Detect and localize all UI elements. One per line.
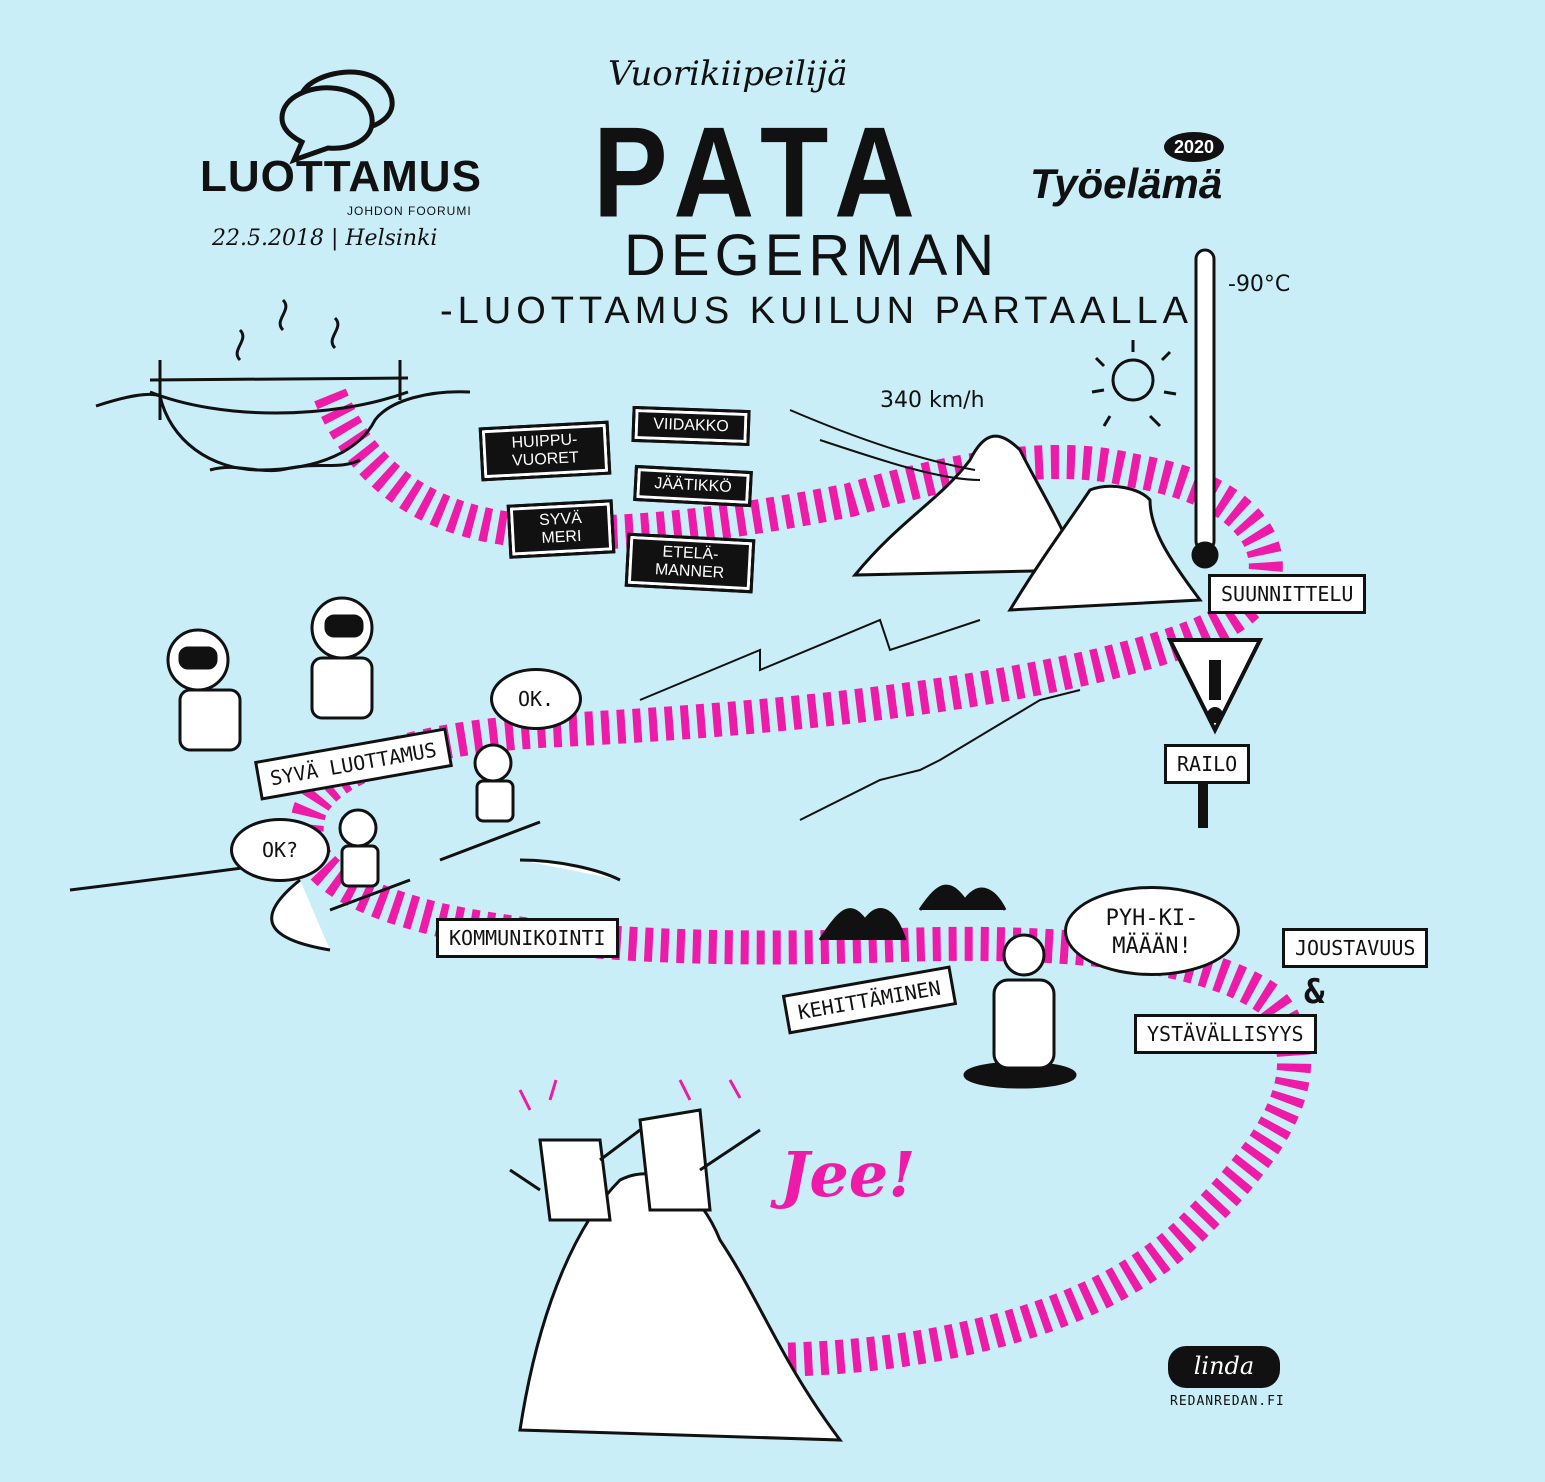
speaker-first-name: PATA bbox=[593, 100, 929, 245]
banner-crevasse: RAILO bbox=[1164, 744, 1251, 784]
talk-title: -LUOTTAMUS KUILUN PARTAALLA bbox=[440, 290, 1193, 332]
summit-celebration-icon bbox=[509, 1079, 844, 1442]
speech-bubbles-icon bbox=[279, 69, 395, 165]
sun-icon bbox=[1091, 340, 1177, 428]
banner-kindness: YSTÄVÄLLISYYS bbox=[1134, 1014, 1317, 1054]
speaker-kicker: Vuorikiipeilijä bbox=[608, 54, 848, 94]
banner-communication: KOMMUNIKOINTI bbox=[436, 918, 619, 958]
speaker-last-name: DEGERMAN bbox=[624, 223, 1000, 288]
thermometer-icon bbox=[1191, 248, 1219, 569]
signpost-antarctica: ETELÄ- MANNER bbox=[624, 532, 756, 594]
signpost-glacier: JÄÄTIKKÖ bbox=[633, 464, 753, 508]
climber-icon bbox=[963, 933, 1077, 1089]
signpost-mountains: HUIPPU- VUORET bbox=[478, 420, 612, 482]
artist-website: REDANREDAN.FI bbox=[1170, 1394, 1285, 1409]
mountains-icon bbox=[851, 434, 1203, 612]
skiers-icon bbox=[69, 743, 621, 952]
banner-ampersand: & bbox=[1304, 972, 1325, 1012]
banner-flexibility: JOUSTAVUUS bbox=[1282, 928, 1429, 968]
wind-speed-label: 340 km/h bbox=[880, 388, 985, 413]
banner-planning: SUUNNITTELU bbox=[1208, 574, 1367, 614]
event-logo-name: LUOTTAMUS bbox=[200, 152, 482, 201]
warning-sign-icon bbox=[1166, 638, 1264, 828]
bats-icon bbox=[818, 884, 1007, 941]
speech-bubble-ok-question: OK? bbox=[230, 818, 330, 882]
signpost-jungle: VIIDAKKO bbox=[631, 405, 751, 447]
rope-bridge-icon bbox=[95, 298, 471, 473]
temperature-label: -90°C bbox=[1228, 272, 1291, 297]
event-date: 22.5.2018 | Helsinki bbox=[212, 226, 438, 251]
partner-logo-year: 2020 bbox=[1164, 132, 1224, 162]
partner-logo-word: Työelämä bbox=[1030, 160, 1223, 207]
speech-bubble-ok: OK. bbox=[490, 668, 582, 730]
cheer-text: Jee! bbox=[780, 1138, 916, 1211]
speech-bubble-summit: PYH-KI- MÄÄÄN! bbox=[1064, 886, 1240, 976]
astronauts-icon bbox=[166, 596, 374, 752]
crevasse-lines bbox=[639, 409, 1081, 821]
signpost-deep-sea: SYVÄ MERI bbox=[506, 499, 616, 559]
event-logo-tagline: JOHDON FOORUMI bbox=[347, 204, 472, 218]
artist-signature: linda bbox=[1168, 1346, 1280, 1388]
